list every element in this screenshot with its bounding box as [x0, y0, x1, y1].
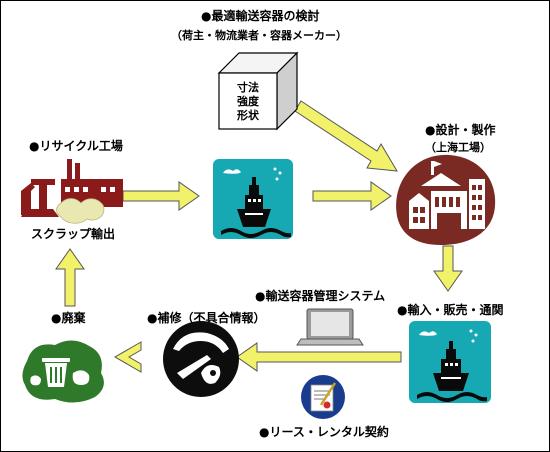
arrow-ship-to-design [312, 181, 392, 211]
container-study-subtitle: （荷主・物流業者・容器メーカー） [171, 29, 347, 42]
import-title: ●輸入・販売・通関 [397, 303, 504, 317]
arrow-recycle-to-ship [122, 181, 200, 211]
box-line-2: 強度 [237, 95, 259, 108]
disposal-title: ●廃棄 [51, 311, 86, 325]
arrow-box-to-design [294, 100, 398, 172]
repair-title: ●補修（不具合情報） [147, 311, 266, 325]
arrow-import-to-repair [236, 342, 402, 372]
box-line-1: 寸法 [237, 81, 259, 94]
design-title: ●設計・製作 [425, 123, 496, 137]
arrow-disposal-to-recycle [55, 248, 85, 307]
management-title: ●輸送容器管理システム [255, 289, 386, 303]
box-line-3: 形状 [237, 109, 259, 122]
recycle-caption: スクラップ輸出 [31, 227, 116, 241]
recycle-title: ●リサイクル工場 [29, 139, 123, 153]
arrow-repair-to-disposal [113, 341, 142, 373]
design-subtitle: （上海工場） [425, 141, 491, 154]
container-study-title: ●最適輸送容器の検討 [201, 9, 320, 23]
lease-title: ●リース・レンタル契約 [259, 425, 389, 439]
arrow-design-to-import [433, 245, 463, 292]
